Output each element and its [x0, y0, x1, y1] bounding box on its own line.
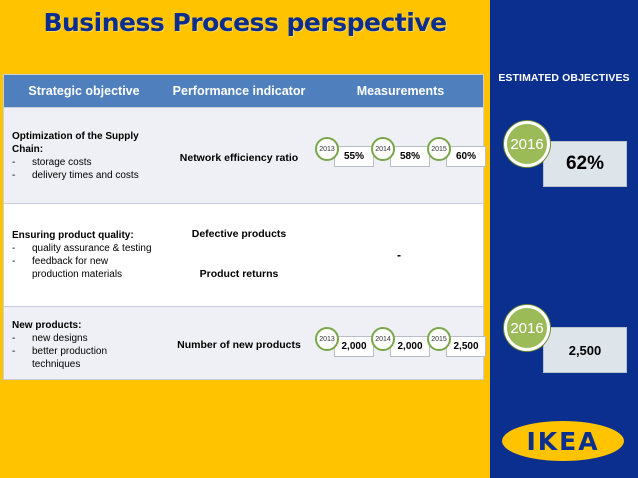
table-row: Optimization of the Supply Chain: -stora…: [4, 107, 486, 203]
objective-bullet: -storage costs: [12, 157, 92, 168]
year-badge: 2013: [315, 327, 339, 351]
measurement-value: 2,000: [334, 336, 374, 357]
measurement-value: 2,000: [390, 336, 430, 357]
estimated-objectives-title: ESTIMATED OBJECTIVES: [498, 72, 630, 84]
year-badge: 2015: [427, 327, 451, 351]
table-row: New products: -new designs -better produ…: [4, 306, 486, 381]
side-panel: [490, 0, 638, 478]
objective-cell: Ensuring product quality: -quality assur…: [12, 229, 162, 281]
measurement-value: 55%: [334, 146, 374, 167]
indicator-label: Network efficiency ratio: [179, 152, 299, 164]
page-title: Business Process perspective: [43, 8, 447, 37]
objective-bullet: production materials: [32, 269, 123, 280]
estimate-year-badge: 2016: [504, 121, 550, 167]
ikea-logo: IKEA: [498, 416, 628, 466]
objective-bullet: -better production: [12, 346, 108, 357]
measurement-value: 58%: [390, 146, 430, 167]
objective-title: Ensuring product quality:: [12, 230, 134, 241]
objective-bullet: techniques: [32, 359, 81, 370]
table-row: Ensuring product quality: -quality assur…: [4, 203, 483, 306]
ikea-logo-text: IKEA: [526, 427, 599, 456]
year-badge: 2014: [371, 327, 395, 351]
table-header: Strategic objective Performance indicato…: [4, 75, 483, 107]
objective-bullet: -new designs: [12, 333, 88, 344]
estimate-value: 62%: [543, 141, 627, 187]
year-badge: 2015: [427, 137, 451, 161]
indicator-label: Number of new products: [177, 339, 301, 351]
objective-bullet: -delivery times and costs: [12, 170, 139, 181]
objective-bullet: -quality assurance & testing: [12, 243, 152, 254]
header-measurements: Measurements: [356, 84, 445, 98]
estimate-value: 2,500: [543, 327, 627, 373]
objective-title: Optimization of the Supply: [12, 131, 139, 142]
indicator-label: Defective products: [191, 228, 287, 240]
year-badge: 2013: [315, 137, 339, 161]
objectives-table: Strategic objective Performance indicato…: [3, 74, 486, 381]
measurement-value: 2,500: [446, 336, 486, 357]
year-badge: 2014: [371, 137, 395, 161]
objective-cell: Optimization of the Supply Chain: -stora…: [12, 130, 162, 182]
objective-title: Chain:: [12, 144, 44, 155]
objective-title: New products:: [12, 320, 82, 331]
header-strategic-objective: Strategic objective: [28, 84, 140, 98]
objective-bullet: -feedback for new: [12, 256, 109, 267]
header-performance-indicator: Performance indicator: [172, 84, 306, 98]
measurement-value: 60%: [446, 146, 486, 167]
objective-cell: New products: -new designs -better produ…: [12, 319, 162, 371]
estimate-year-badge: 2016: [504, 305, 550, 351]
measurement-dash: -: [397, 248, 401, 262]
indicator-label: Product returns: [199, 268, 279, 280]
